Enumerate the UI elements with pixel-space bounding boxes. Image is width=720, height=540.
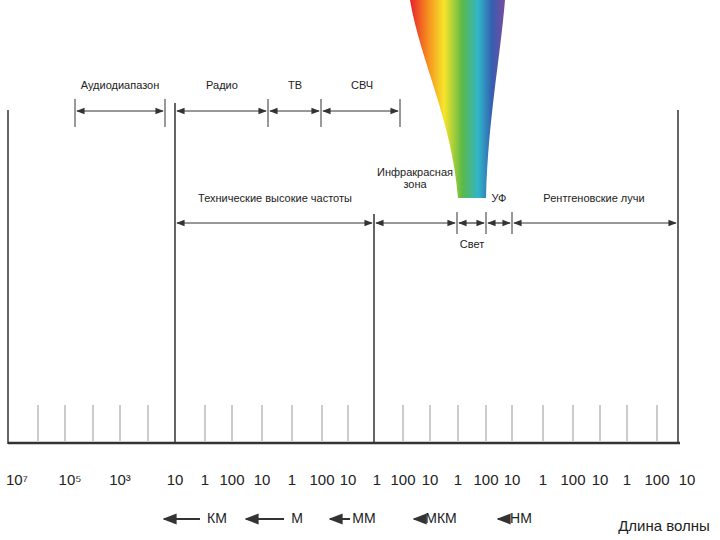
unit-label: КМ (207, 511, 227, 526)
range-label: Аудиодиапазон (81, 79, 160, 91)
axis-value: 10 (254, 472, 271, 489)
axis-value: 10 (504, 472, 521, 489)
axis-value: 1 (201, 472, 209, 489)
range-label: Рентгеновские лучи (543, 192, 644, 204)
range-label: Технические высокие частоты (198, 192, 352, 204)
axis-value: 100 (644, 472, 669, 489)
axis-value: 10³ (109, 472, 131, 489)
axis-value: 1 (454, 472, 462, 489)
unit-label: НМ (510, 511, 532, 526)
range-label: ТВ (288, 79, 302, 91)
axis-value: 1 (373, 472, 381, 489)
axis-value: 10 (592, 472, 609, 489)
axis-line (8, 442, 680, 445)
range-label: СВЧ (351, 79, 373, 91)
range-label: Свет (460, 238, 484, 250)
axis-value: 10 (167, 472, 184, 489)
axis-value: 100 (560, 472, 585, 489)
range-label: Радио (206, 79, 238, 91)
axis-title: Длина волны (618, 518, 710, 535)
axis-value: 10⁷ (6, 472, 28, 489)
axis-value: 100 (309, 472, 334, 489)
axis-value: 10⁵ (59, 472, 82, 489)
axis-ticks (38, 405, 657, 441)
axis-value: 100 (473, 472, 498, 489)
range-ticks (75, 99, 512, 234)
range-label: Инфракрасная зона (374, 166, 456, 190)
unit-label: МКМ (425, 511, 456, 526)
axis-value: 10 (422, 472, 439, 489)
axis-value: 100 (390, 472, 415, 489)
axis-value: 100 (219, 472, 244, 489)
boundary-lines (8, 103, 678, 444)
range-arrows (77, 111, 676, 223)
axis-value: 10 (679, 472, 696, 489)
range-label: УФ (492, 192, 507, 204)
axis-value: 1 (623, 472, 631, 489)
axis-value: 1 (539, 472, 547, 489)
axis-value: 1 (288, 472, 296, 489)
unit-label: М (291, 511, 303, 526)
axis-value: 10 (340, 472, 357, 489)
unit-label: ММ (352, 511, 375, 526)
